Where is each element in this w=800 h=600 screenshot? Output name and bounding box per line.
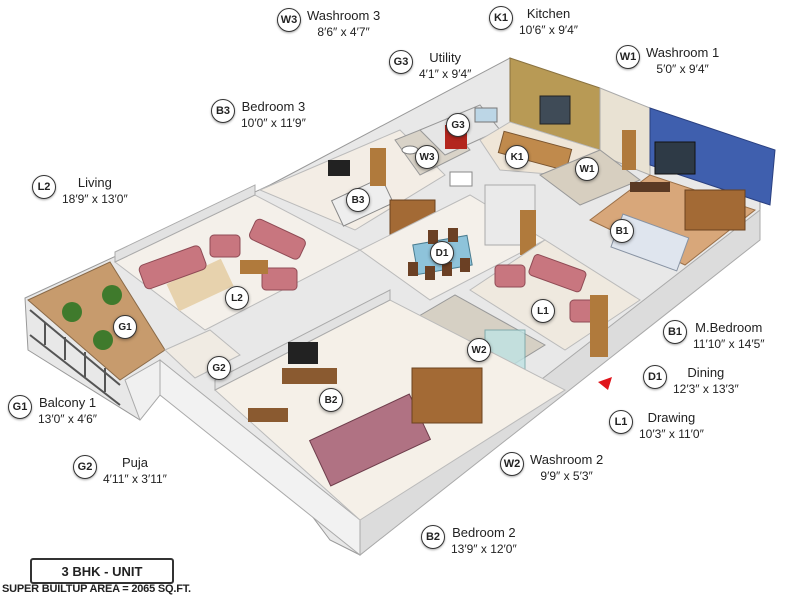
marker-washroom3: W3 [415,145,439,169]
utility-window [474,107,498,123]
legend-name: Drawing [647,410,696,425]
bedroom2-back-wall [214,289,391,391]
legend-code: G2 [73,455,97,479]
legend-code: L2 [32,175,56,199]
marker-dining: D1 [430,241,454,265]
legend-dim: 4′11″ x 3′11″ [103,472,167,486]
legend-code: K1 [489,6,513,30]
legend-code: L1 [609,410,633,434]
bedroom3-tv [328,160,350,176]
balcony-railing [29,309,121,406]
legend-utility: G3 Utility 4′1″ x 9′4″ [389,50,471,82]
entry-arrow-icon [598,377,612,390]
unit-label: 3 BHK - UNIT [30,558,174,584]
legend-drawing: L1 Drawing 10′3″ x 11′0″ [609,410,704,442]
puja-floor [164,329,241,379]
legend-dim: 9′9″ x 5′3″ [540,469,593,483]
legend-name: Kitchen [526,6,571,21]
bedroom2-tv [288,342,318,364]
legend-name: Washroom 2 [530,452,604,467]
legend-code: G3 [389,50,413,74]
legend-name: Washroom 3 [307,8,381,23]
legend-washroom1: W1 Washroom 1 5′0″ x 9′4″ [616,45,719,77]
legend-bedroom2: B2 Bedroom 2 13′9″ x 12′0″ [421,525,517,557]
legend-washroom2: W2 Washroom 2 9′9″ x 5′3″ [500,452,603,484]
bedroom2-desk [248,408,288,422]
dining-chairs [408,228,470,280]
marker-puja: G2 [207,356,231,380]
bedroom3-door [370,148,386,186]
legend-code: W3 [277,8,301,32]
bedroom2-wardrobe [411,367,483,424]
living-sofas [138,218,306,291]
marker-washroom2: W2 [467,338,491,362]
washroom3-fixture [449,171,473,187]
washroom1-door [622,130,636,170]
plant-3 [93,330,113,350]
legend-name: M.Bedroom [695,320,763,335]
legend-code: W2 [500,452,524,476]
marker-balcony: G1 [113,315,137,339]
legend-code: G1 [8,395,32,419]
bedroom3-floor [258,129,446,231]
legend-dim: 11′10″ x 14′5″ [693,337,765,351]
legend-dim: 13′0″ x 4′6″ [38,412,98,426]
legend-dim: 5′0″ x 9′4″ [656,62,709,76]
marker-drawing: L1 [531,299,555,323]
mbedroom-window [654,141,696,175]
legend-washroom3: W3 Washroom 3 8′6″ x 4′7″ [277,8,380,40]
kitchen-window [539,95,571,125]
legend-name: Puja [121,455,148,470]
area-label: SUPER BUILTUP AREA = 2065 SQ.FT. [2,583,191,595]
legend-code: D1 [643,365,667,389]
legend-dining: D1 Dining 12′3″ x 13′3″ [643,365,739,397]
legend-dim: 10′0″ x 11′9″ [241,116,306,130]
legend-bedroom3: B3 Bedroom 3 10′0″ x 11′9″ [211,99,306,131]
legend-name: Bedroom 2 [452,525,516,540]
legend-name: Utility [429,50,462,65]
drawing-door [590,295,608,357]
living-back-wall [114,184,256,263]
marker-washroom1: W1 [575,157,599,181]
legend-balcony: G1 Balcony 1 13′0″ x 4′6″ [8,395,97,427]
legend-dim: 18′9″ x 13′0″ [62,192,128,206]
bedroom2-tv-unit [282,368,337,384]
legend-name: Living [77,175,112,190]
kitchen-counter [497,130,573,172]
legend-name: Balcony 1 [38,395,97,410]
marker-kitchen: K1 [505,145,529,169]
living-rug [166,258,234,312]
legend-name: Washroom 1 [646,45,720,60]
legend-puja: G2 Puja 4′11″ x 3′11″ [73,455,167,487]
mbedroom-wardrobe [684,189,746,231]
front-wall-puja [124,359,161,421]
legend-mbedroom: B1 M.Bedroom 11′10″ x 14′5″ [663,320,765,352]
marker-utility: G3 [446,113,470,137]
legend-code: B1 [663,320,687,344]
legend-dim: 4′1″ x 9′4″ [419,67,472,81]
legend-kitchen: K1 Kitchen 10′6″ x 9′4″ [489,6,578,38]
legend-code: B2 [421,525,445,549]
legend-code: W1 [616,45,640,69]
mbedroom-desk [630,182,670,192]
mbedroom-blue-wall [649,107,776,206]
legend-name: Bedroom 3 [241,99,306,114]
legend-dim: 10′3″ x 11′0″ [639,427,704,441]
marker-mbedroom: B1 [610,219,634,243]
legend-name: Dining [687,365,725,380]
marker-bedroom3: B3 [346,188,370,212]
legend-living: L2 Living 18′9″ x 13′0″ [32,175,128,207]
plant-1 [62,302,82,322]
legend-code: B3 [211,99,235,123]
marker-bedroom2: B2 [319,388,343,412]
legend-dim: 10′6″ x 9′4″ [519,23,579,37]
legend-dim: 13′9″ x 12′0″ [451,542,517,556]
legend-dim: 8′6″ x 4′7″ [317,25,370,39]
living-coffee-table [240,260,268,274]
plant-2 [102,285,122,305]
marker-living: L2 [225,286,249,310]
dining-door [520,210,536,255]
legend-dim: 12′3″ x 13′3″ [673,382,739,396]
